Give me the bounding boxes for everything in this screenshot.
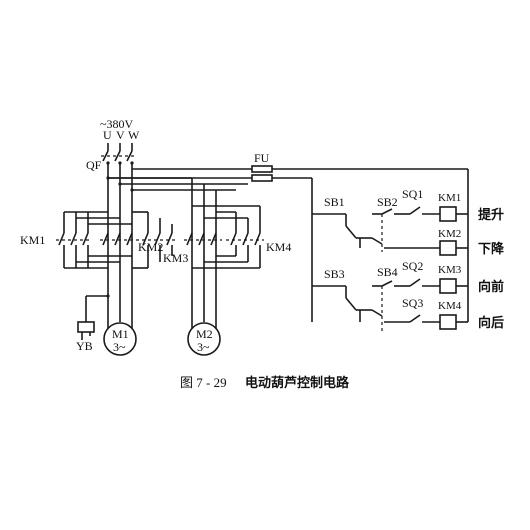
brake-label: YB <box>76 339 93 353</box>
sq2-label: SQ2 <box>402 259 423 273</box>
km2-power-label: KM2 <box>138 240 163 254</box>
km4-power-label: KM4 <box>266 240 291 254</box>
coil-4-label: KM4 <box>438 300 462 312</box>
coil-3-label: KM3 <box>438 264 462 276</box>
m1-name: M1 <box>112 327 129 341</box>
coil-1-label: KM1 <box>438 192 461 204</box>
phase-v-label: V <box>116 128 125 142</box>
phase-u-label: U <box>103 128 112 142</box>
figure-caption: 图 7 - 29 电动葫芦控制电路 <box>180 375 350 390</box>
figure-title: 电动葫芦控制电路 <box>245 375 350 390</box>
supply-voltage: ~380V <box>100 117 133 131</box>
sq1-label: SQ1 <box>402 187 423 201</box>
m2-name: M2 <box>196 327 213 341</box>
sb2-label: SB2 <box>377 195 398 209</box>
sb3-label: SB3 <box>324 267 345 281</box>
motor-m1: M1 3~ <box>103 322 137 356</box>
fuse-label: FU <box>254 151 270 165</box>
coil-2-function: 下降 <box>478 241 505 256</box>
fuse-fu: FU <box>132 151 468 182</box>
km3-power-label: KM3 <box>163 251 188 265</box>
coil-3-function: 向前 <box>478 279 504 294</box>
coil-1-function: 提升 <box>478 207 504 222</box>
m1-phase: 3~ <box>113 340 126 354</box>
motor-m2: M2 3~ <box>187 322 221 356</box>
brake-yb: YB <box>76 294 110 353</box>
sb1-label: SB1 <box>324 195 345 209</box>
km1-power-label: KM1 <box>20 233 45 247</box>
km1-km2-group: KM1 KM2 <box>20 211 176 269</box>
coil-2-label: KM2 <box>438 228 461 240</box>
sb4-label: SB4 <box>377 265 398 279</box>
control-circuit: SB1 SB2 SQ1 KM1 提升 KM2 下降 SB3 SB4 SQ2 KM… <box>311 169 505 332</box>
phase-w-label: W <box>128 128 140 142</box>
coil-4-function: 向后 <box>478 315 504 330</box>
sq3-label: SQ3 <box>402 296 423 310</box>
m2-phase: 3~ <box>197 340 210 354</box>
km3-km4-group: KM3 KM4 <box>108 177 291 330</box>
figure-number: 图 7 - 29 <box>180 375 227 390</box>
breaker-label: QF <box>86 158 102 172</box>
